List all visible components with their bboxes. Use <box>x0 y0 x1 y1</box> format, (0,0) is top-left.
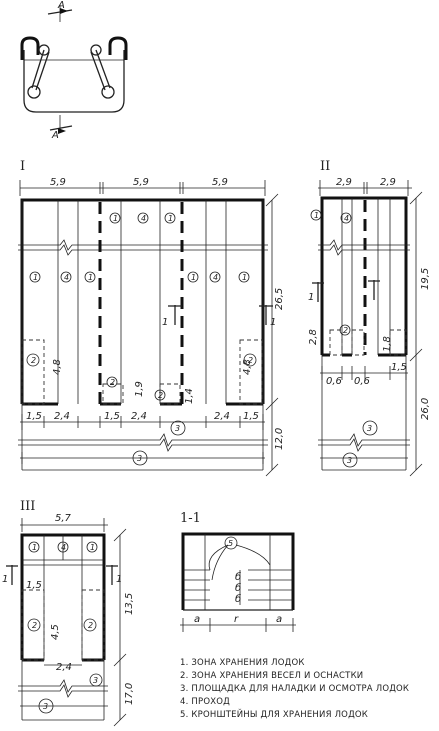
sec-dim-r: r <box>234 614 239 625</box>
p1-dim-b6: 1,5 <box>243 411 259 422</box>
detail-a-label-top: A <box>57 0 65 11</box>
sec-dim-b3: б <box>235 593 241 605</box>
legend: 1. ЗОНА ХРАНЕНИЯ ЛОДОК 2. ЗОНА ХРАНЕНИЯ … <box>180 658 409 720</box>
sec-dim-a1: a <box>194 614 200 625</box>
detail-a-label-bottom: A <box>51 130 59 141</box>
p2-dim-top-1: 2,9 <box>336 177 352 188</box>
p3-zone-2b: 2 <box>88 621 93 630</box>
plan-1-dim-right-h: 4,8 <box>242 359 253 375</box>
p2-dim-right-2: 26,0 <box>420 398 431 420</box>
p3-cut-right: 1 <box>116 574 122 585</box>
p1-dim-b2: 2,4 <box>54 411 70 422</box>
p2-dim-right-1: 19,5 <box>420 268 431 290</box>
plan-2-label: II <box>320 159 330 174</box>
plan-1-dim-mid-2: 1,4 <box>184 388 195 404</box>
p2-dim-left-v: 2,8 <box>308 329 319 345</box>
p1-dim-b4: 2,4 <box>131 411 147 422</box>
p2-zone-3b: 3 <box>347 456 352 465</box>
p1-zone-1d: 1 <box>168 214 173 223</box>
p3-zone-2a: 2 <box>32 621 37 630</box>
plan-1-dim-top-2: 5,9 <box>133 177 149 188</box>
p1-dim-b5: 2,4 <box>214 411 230 422</box>
p3-zone-1b: 1 <box>90 543 95 552</box>
p2-dim-top-2: 2,9 <box>380 177 396 188</box>
plan-1-dim-top-1: 5,9 <box>50 177 66 188</box>
p1-zone-4c: 4 <box>213 273 218 282</box>
p2-zone-1: 1 <box>314 211 319 220</box>
p3-dim-top: 5,7 <box>55 513 72 524</box>
p3-dim-h3: 2,4 <box>56 662 72 673</box>
plan-2: 2,9 2,9 1 4 2 1 2,8 1,8 0,6 0,6 <box>308 177 431 477</box>
p1-zone-3a: 3 <box>175 424 180 433</box>
p2-dim-mid-v: 1,8 <box>382 336 393 352</box>
p1-zone-1a: 1 <box>33 273 38 282</box>
plan-1-cut-left: 1 <box>162 317 168 328</box>
sec-zone-5: 5 <box>228 539 233 548</box>
p2-zone-3a: 3 <box>367 424 372 433</box>
plan-1-dim-top-3: 5,9 <box>212 177 228 188</box>
plan-1-dim-right-2: 12,0 <box>274 428 285 450</box>
p3-dim-right-1: 13,5 <box>124 593 135 615</box>
plan-1-dim-mid-1: 1,9 <box>134 381 145 397</box>
p3-dim-h1: 1,5 <box>26 580 42 591</box>
sec-dim-b2: б <box>235 582 241 594</box>
detail-a: A A <box>20 0 128 141</box>
p1-dim-b3: 1,5 <box>104 411 120 422</box>
plan-1: 5,9 5,9 5,9 1 1 <box>18 177 285 477</box>
section-1-1-label: 1-1 <box>180 511 201 526</box>
legend-item-4: 4. ПРОХОД <box>180 697 230 707</box>
legend-item-5: 5. КРОНШТЕЙНЫ ДЛЯ ХРАНЕНИЯ ЛОДОК <box>180 708 368 720</box>
p2-dim-b1: 0,6 <box>326 376 342 387</box>
plan-1-cut-right: 1 <box>270 317 276 328</box>
p3-zone-4: 4 <box>61 543 66 552</box>
p1-zone-3b: 3 <box>137 454 142 463</box>
plan-1-dim-right-1: 26,5 <box>274 288 285 310</box>
plan-1-label: I <box>20 159 25 174</box>
p1-zone-1f: 1 <box>242 273 247 282</box>
p1-zone-2c: 2 <box>110 378 115 387</box>
p3-zone-3a: 3 <box>93 676 98 685</box>
p1-zone-4b: 4 <box>141 214 146 223</box>
p2-dim-b2: 0,6 <box>354 376 370 387</box>
p1-zone-1e: 1 <box>191 273 196 282</box>
plan-3: 5,7 1 4 1 2 2 1,5 4,5 2,4 1 1 3 3 <box>2 513 135 727</box>
sec-dim-a2: a <box>276 614 282 625</box>
p1-zone-2a: 2 <box>31 356 36 365</box>
legend-item-2: 2. ЗОНА ХРАНЕНИЯ ВЕСЕЛ И ОСНАСТКИ <box>180 671 363 681</box>
plan-3-label: III <box>20 499 35 514</box>
p2-zone-2: 2 <box>343 326 348 335</box>
p3-zone-3b: 3 <box>43 702 48 711</box>
legend-item-3: 3. ПЛОЩАДКА ДЛЯ НАЛАДКИ И ОСМОТРА ЛОДОК <box>180 684 409 694</box>
p3-cut-left: 1 <box>2 574 8 585</box>
p1-zone-4a: 4 <box>64 273 69 282</box>
sec-dim-b1: б <box>235 571 241 583</box>
p2-dim-b3: 1,5 <box>391 362 407 373</box>
legend-item-1: 1. ЗОНА ХРАНЕНИЯ ЛОДОК <box>180 658 305 668</box>
p1-zone-2d: 2 <box>158 391 163 400</box>
plan-1-dim-left-h: 4,8 <box>52 359 63 375</box>
p1-dim-b1: 1,5 <box>26 411 42 422</box>
p3-dim-h2: 4,5 <box>50 624 61 640</box>
p1-zone-1b: 1 <box>88 273 93 282</box>
p2-cut: 1 <box>308 292 314 303</box>
p1-zone-1c: 1 <box>113 214 118 223</box>
p3-dim-right-2: 17,0 <box>124 683 135 705</box>
p1-zone-2b: 2 <box>248 356 253 365</box>
p3-zone-1a: 1 <box>32 543 37 552</box>
p2-zone-4: 4 <box>344 214 349 223</box>
section-1-1: 5 б б б a r a <box>180 532 296 632</box>
